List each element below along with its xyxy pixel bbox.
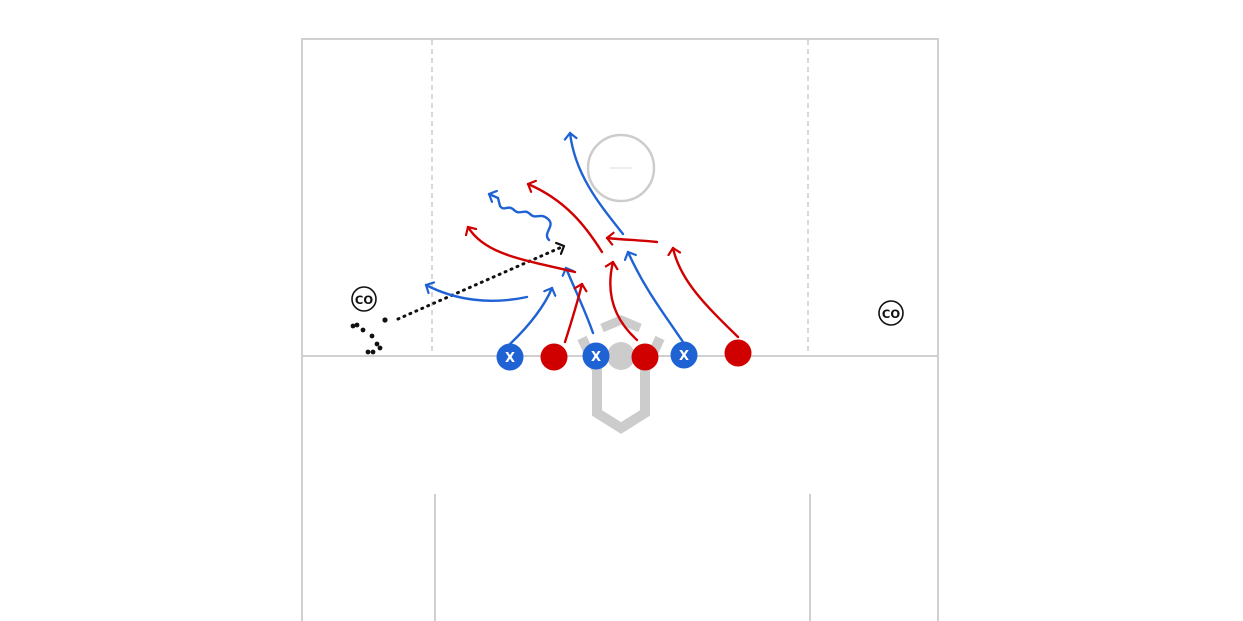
players: X X X <box>496 339 752 371</box>
blue-player-2[interactable]: X <box>582 342 610 370</box>
blue-dodge-wave <box>487 194 552 242</box>
red-player-3[interactable] <box>724 339 752 367</box>
player-label: X <box>679 349 689 364</box>
field-lines <box>301 38 939 621</box>
red-run-5 <box>526 184 604 254</box>
red-player-1[interactable] <box>540 343 568 371</box>
red-run-2 <box>610 260 639 342</box>
red-runs <box>468 184 740 344</box>
red-player-2[interactable] <box>631 343 659 371</box>
coach-label: CO <box>355 293 373 307</box>
coach-right[interactable]: CO <box>878 300 904 326</box>
goal-crease-icon <box>577 315 665 434</box>
player-label: X <box>591 350 601 365</box>
player-label: X <box>505 351 515 366</box>
blue-run-2 <box>566 266 595 335</box>
red-run-6 <box>468 225 577 274</box>
coach-label: CO <box>882 307 900 321</box>
blue-player-1[interactable]: X <box>496 343 524 371</box>
coach-left[interactable]: CO <box>351 286 377 312</box>
pass-start-dot <box>382 317 388 323</box>
red-run-3 <box>673 246 740 339</box>
red-run-1 <box>563 282 582 344</box>
blue-runs <box>424 131 685 346</box>
pass-line <box>396 246 566 321</box>
blue-run-4 <box>570 131 625 236</box>
blue-run-1a <box>508 286 552 346</box>
blue-run-3 <box>628 250 685 344</box>
red-run-4 <box>605 238 659 242</box>
blue-player-3[interactable]: X <box>670 341 698 369</box>
ball-pile-icon <box>350 322 383 355</box>
blue-run-1b <box>424 285 529 302</box>
circle-outline-icon <box>586 133 656 203</box>
